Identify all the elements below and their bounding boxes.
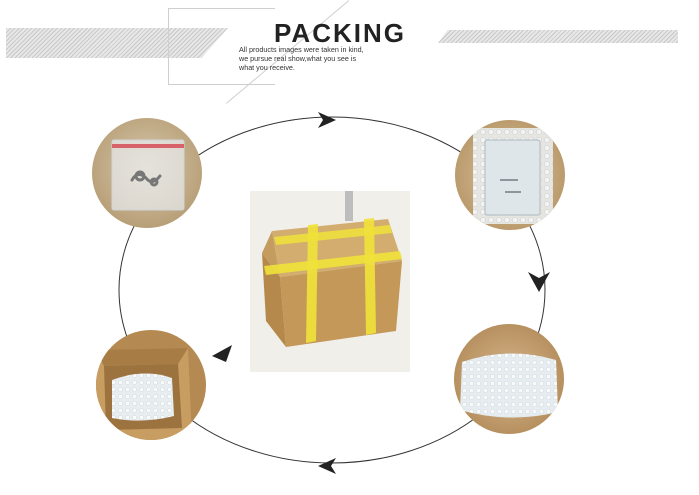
bubble-wrap-icon: [460, 353, 558, 418]
photo-zip-bag: [92, 118, 202, 228]
header-stripe-left: [6, 28, 228, 58]
zip-bag-icon: [111, 139, 185, 211]
page-subtitle: All products images were taken in kind, …: [239, 45, 409, 72]
subtitle-line: what you receive.: [239, 63, 295, 72]
arrow-bottom-icon: [318, 458, 336, 474]
title-frame: [168, 8, 275, 85]
sealed-carton-icon: [262, 191, 402, 347]
photo-open-carton: [96, 330, 206, 440]
header-stripe-right: [438, 30, 678, 43]
subtitle-line: All products images were taken in kind,: [239, 45, 364, 54]
photo-sealed-carton: [250, 191, 410, 372]
open-carton-icon: [96, 348, 192, 440]
arrow-left-icon: [212, 345, 232, 362]
subtitle-line: we pursue real show,what you see is: [239, 54, 357, 63]
bubble-bag-icon: [473, 128, 553, 224]
arrow-top-icon: [318, 112, 336, 128]
photo-bubble-bag: [455, 120, 565, 230]
photo-bubble-wrapped: [454, 324, 564, 434]
page-title: PACKING: [274, 18, 406, 48]
arrow-right-icon: [528, 272, 550, 292]
